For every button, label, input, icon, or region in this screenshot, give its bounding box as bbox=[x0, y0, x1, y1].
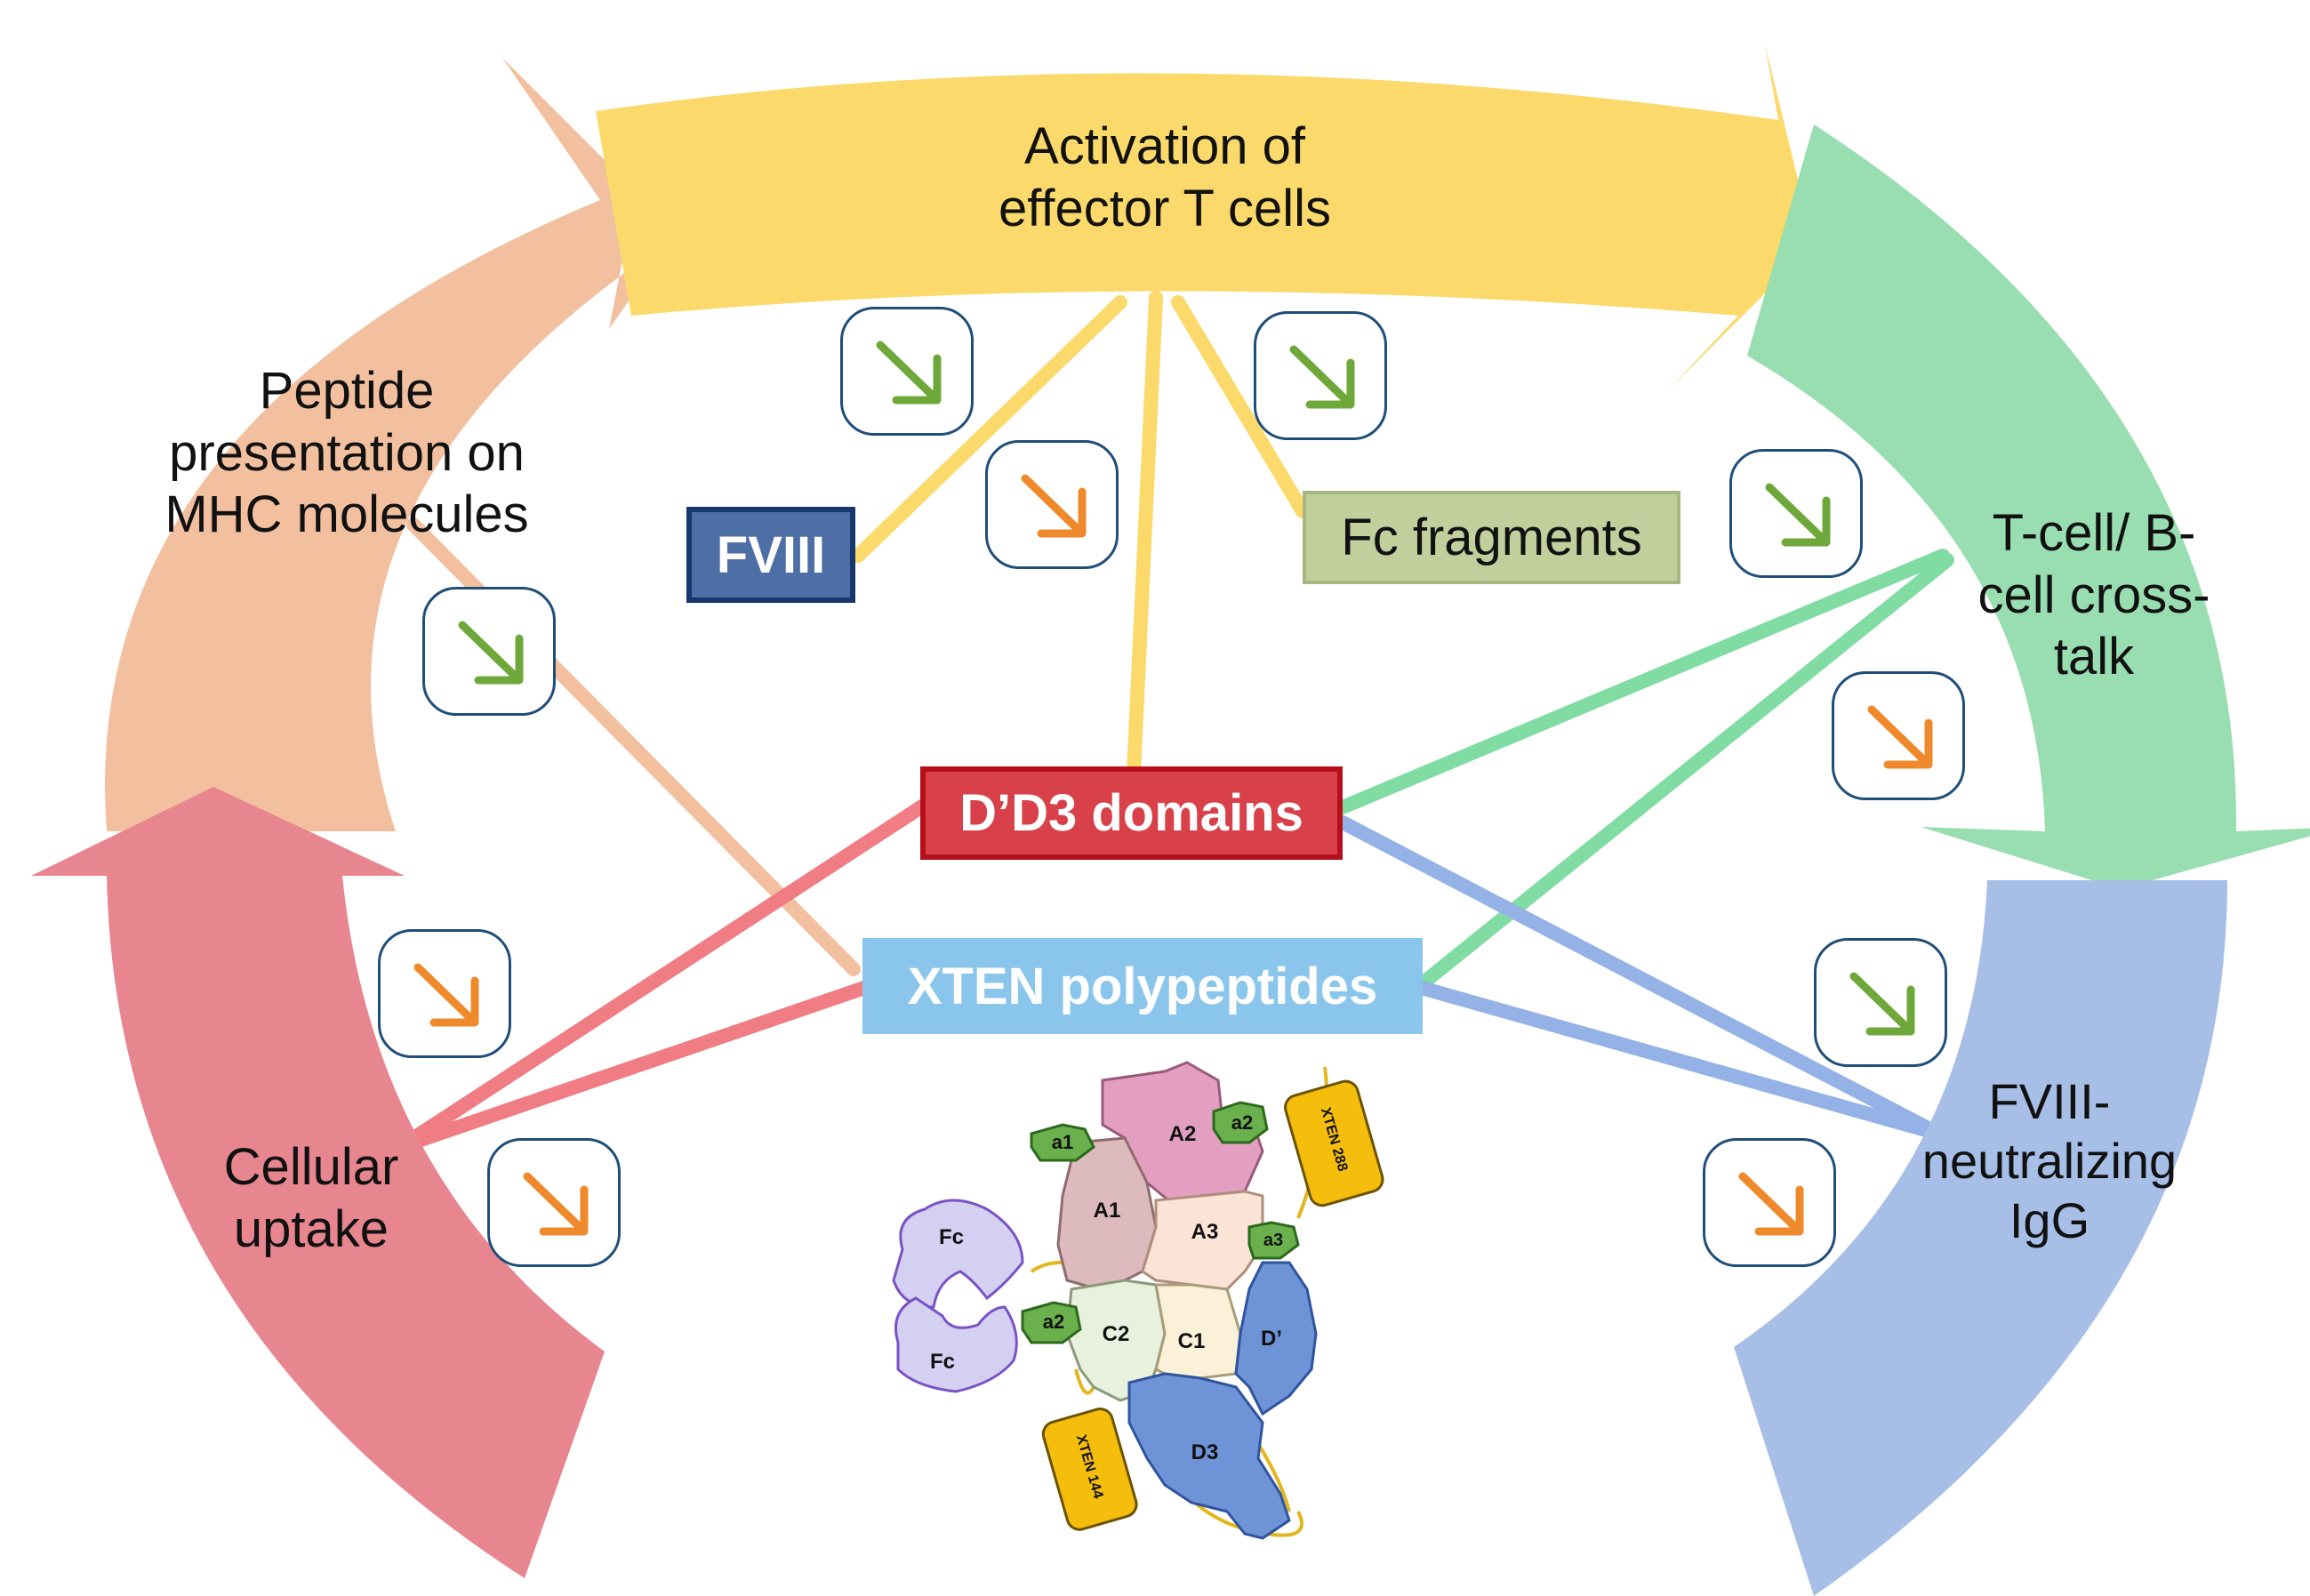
acidic-region-a3 bbox=[1247, 1221, 1300, 1260]
domain-label-d3: D3 bbox=[1191, 1440, 1219, 1464]
decrease-arrow-badge bbox=[1254, 311, 1387, 440]
xten144-tag bbox=[1041, 1408, 1138, 1531]
decrease-arrow-badge bbox=[985, 440, 1119, 569]
down-right-arrow-icon bbox=[413, 963, 479, 1027]
fviii-fc-molecule bbox=[892, 1061, 1384, 1540]
down-right-arrow-icon bbox=[876, 341, 942, 405]
acidic-region-a2-left bbox=[1021, 1301, 1082, 1344]
fc-domain-top bbox=[892, 1199, 1024, 1309]
acidic-label-a1: a1 bbox=[1051, 1131, 1074, 1153]
domain-c1 bbox=[1154, 1283, 1242, 1380]
decrease-arrow-badge bbox=[840, 307, 974, 436]
down-right-arrow-icon bbox=[458, 621, 524, 685]
down-right-arrow-icon bbox=[1021, 474, 1087, 538]
box-xten-polypeptides: XTEN polypeptides bbox=[862, 938, 1423, 1034]
line-xten-uptake bbox=[393, 980, 874, 1154]
line-xten-ig bbox=[1411, 980, 1945, 1141]
acidic-label-a2-left: a2 bbox=[1042, 1311, 1065, 1333]
domain-dprime bbox=[1234, 1261, 1318, 1416]
domain-label-fc-top: Fc bbox=[938, 1225, 964, 1249]
domain-label-a3: A3 bbox=[1191, 1220, 1219, 1244]
line-dd3-tb bbox=[1331, 549, 1950, 816]
down-right-arrow-icon bbox=[523, 1172, 589, 1236]
domain-label-c2: C2 bbox=[1102, 1322, 1130, 1346]
domain-label-a2: A2 bbox=[1168, 1122, 1197, 1146]
decrease-arrow-badge bbox=[1814, 938, 1947, 1067]
decrease-arrow-badge bbox=[1832, 671, 1965, 800]
decrease-arrow-badge bbox=[1729, 449, 1863, 578]
line-fviii-activation bbox=[851, 295, 1127, 563]
tb-crosstalk-arrow bbox=[1747, 124, 2310, 889]
decrease-arrow-badge bbox=[487, 1138, 621, 1267]
label-activation: Activation of effector T cells bbox=[999, 117, 1331, 237]
acidic-label-a2-top: a2 bbox=[1231, 1111, 1254, 1134]
decrease-arrow-badge bbox=[422, 587, 556, 716]
domain-label-dprime: D’ bbox=[1261, 1327, 1282, 1351]
decrease-arrow-badge bbox=[1703, 1138, 1836, 1267]
down-right-arrow-icon bbox=[1765, 483, 1831, 547]
domain-a3 bbox=[1141, 1190, 1264, 1291]
box-dd3-domains: D’D3 domains bbox=[920, 766, 1343, 860]
domain-label-c1: C1 bbox=[1177, 1329, 1206, 1353]
domain-label-a1: A1 bbox=[1093, 1199, 1121, 1223]
down-right-arrow-icon bbox=[1867, 705, 1933, 769]
domain-label-fc-bottom: Fc bbox=[929, 1350, 955, 1374]
decrease-arrow-badge bbox=[378, 929, 511, 1058]
acidic-region-a2-top bbox=[1212, 1101, 1269, 1144]
line-dd3-uptake bbox=[393, 798, 932, 1154]
down-right-arrow-icon bbox=[1849, 972, 1915, 1036]
fviii-neutralizing-arrow bbox=[1734, 880, 2227, 1596]
cellular-uptake-arrow bbox=[31, 787, 605, 1578]
peptide-presentation-arrow bbox=[105, 58, 672, 831]
acidic-label-a3: a3 bbox=[1263, 1231, 1284, 1250]
domain-d3 bbox=[1127, 1372, 1291, 1540]
acidic-region-a1 bbox=[1030, 1123, 1095, 1162]
fc-domain-bottom bbox=[894, 1296, 1018, 1393]
label-fviii-neutralizing: FVIII- neutralizing IgG bbox=[1921, 1073, 2178, 1249]
xten288-tag bbox=[1284, 1079, 1384, 1207]
label-tb-crosstalk: T-cell/ B-cell cross-talk bbox=[1977, 504, 2210, 686]
activation-arrow bbox=[596, 44, 1814, 391]
label-peptide-presentation: Peptide presentation on MHC molecules bbox=[164, 362, 529, 544]
box-fviii: FVIII bbox=[686, 507, 855, 603]
label-cellular-uptake: Cellular uptake bbox=[223, 1138, 399, 1258]
line-fc-activation bbox=[1171, 295, 1310, 518]
down-right-arrow-icon bbox=[1289, 345, 1355, 409]
down-right-arrow-icon bbox=[1738, 1172, 1804, 1236]
box-fc-fragments: Fc fragments bbox=[1303, 491, 1680, 584]
line-dd3-ig bbox=[1335, 815, 1945, 1141]
line-dd3-activation bbox=[1127, 291, 1163, 781]
